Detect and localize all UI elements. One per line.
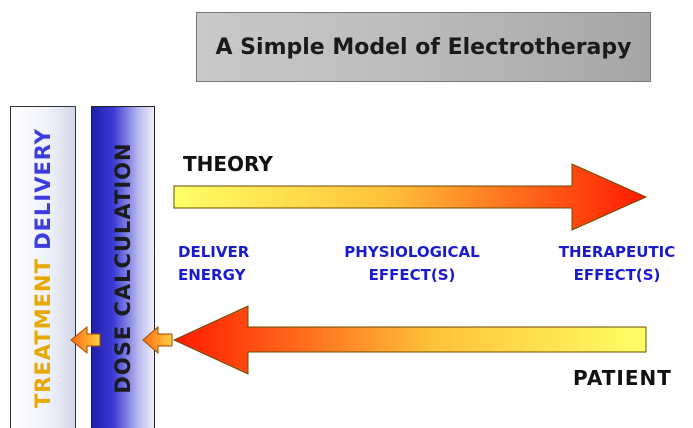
treatment-delivery-column: TREATMENT DELIVERY [10,106,76,428]
theory-label: THEORY [183,152,273,176]
patient-label: PATIENT [573,366,672,390]
stage-line: EFFECT(S) [573,266,661,284]
stage-line: THERAPEUTIC [558,243,676,261]
stage-line: DELIVER [178,243,250,261]
patient-arrow [172,305,647,375]
small-arrow-to-treatment [70,325,101,355]
stage-line: ENERGY [178,266,246,284]
stage-deliver-energy: DELIVER ENERGY [178,241,249,287]
dose-calculation-column: DOSE CALCULATION [91,106,155,428]
diagram-title: A Simple Model of Electrotherapy [215,34,632,60]
stage-line: EFFECT(S) [368,266,456,284]
theory-arrow [173,163,648,231]
small-arrow-to-dose [142,325,173,355]
stage-line: PHYSIOLOGICAL [344,243,480,261]
stage-therapeutic-effects: THERAPEUTIC EFFECT(S) [537,241,693,287]
stage-physiological-effects: PHYSIOLOGICAL EFFECT(S) [322,241,502,287]
diagram-title-box: A Simple Model of Electrotherapy [196,12,651,82]
